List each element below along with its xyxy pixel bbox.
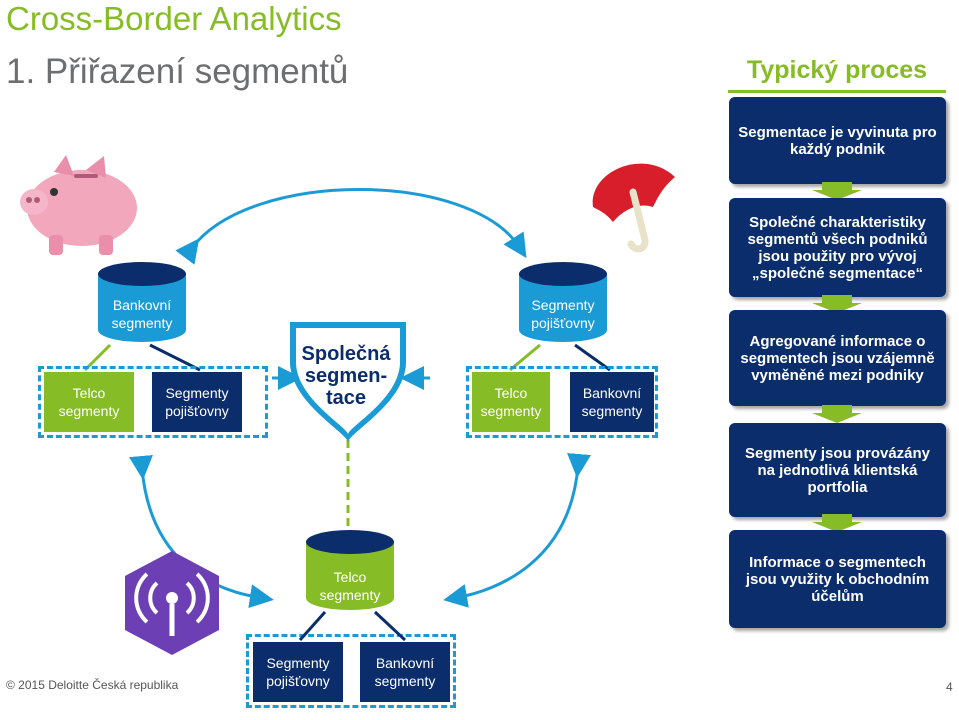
page-subtitle: 1. Přiřazení segmentů — [6, 52, 349, 91]
process-step-4: Segmenty jsou provázány na jednotlivá kl… — [729, 423, 946, 517]
bottom-group-frame — [246, 634, 456, 708]
left-green-box: Telco segmenty — [44, 372, 134, 432]
left-cylinder-label: Bankovní segmenty — [111, 297, 173, 331]
process-step-5: Informace o segmentech jsou využity k ob… — [729, 530, 946, 628]
process-step-3: Agregované informace o segmentech jsou v… — [729, 310, 946, 406]
bottom-navy-box-insurance: Segmenty pojišťovny — [253, 642, 343, 702]
right-cylinder — [519, 262, 607, 342]
process-title-underline — [728, 90, 946, 93]
bottom-navy-box-bank: Bankovní segmenty — [360, 642, 450, 702]
piggy-bank-icon — [20, 155, 137, 255]
page-number: 4 — [946, 680, 953, 694]
process-step-1: Segmentace je vyvinuta pro každý podnik — [729, 97, 946, 184]
right-group-frame — [466, 366, 658, 438]
antenna-icon — [125, 551, 219, 655]
left-navy-box: Segmenty pojišťovny — [152, 372, 242, 432]
process-title: Typický proces — [746, 56, 928, 84]
process-step-2: Společné charakteristiky segmentů všech … — [729, 198, 946, 297]
footer-copyright: © 2015 Deloitte Česká republika — [6, 678, 179, 692]
step-arrow-icon — [812, 514, 862, 532]
common-segmentation-funnel — [290, 322, 406, 442]
left-cylinder — [98, 262, 186, 342]
step-arrow-icon — [812, 182, 862, 200]
bottom-cylinder-label: Telco segmenty — [319, 569, 381, 603]
bottom-cylinder — [306, 530, 394, 610]
step-arrow-icon — [812, 405, 862, 423]
funnel-label: Společná segmen-tace — [301, 343, 391, 409]
page-title: Cross-Border Analytics — [6, 0, 342, 37]
left-group-frame — [38, 366, 268, 438]
right-cylinder-label: Segmenty pojišťovny — [531, 297, 595, 331]
step-arrow-icon — [812, 295, 862, 313]
right-navy-box: Bankovní segmenty — [570, 372, 654, 432]
right-green-box: Telco segmenty — [472, 372, 550, 432]
umbrella-icon — [592, 163, 675, 253]
